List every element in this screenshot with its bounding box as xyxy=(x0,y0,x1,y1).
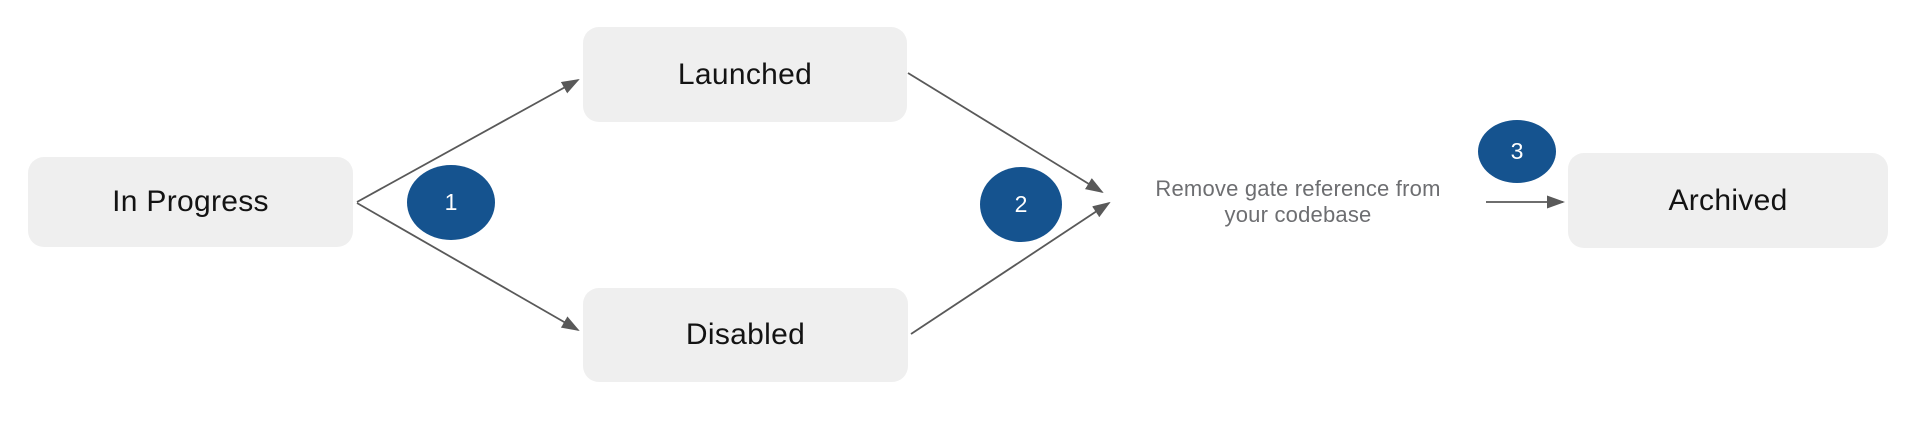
step-badge-2: 2 xyxy=(980,167,1062,242)
edge-in-progress-to-launched xyxy=(356,79,580,203)
annotation-line-1: Remove gate reference from xyxy=(1155,176,1441,201)
step-badge-3-number: 3 xyxy=(1510,138,1524,164)
step-badge-1-number: 1 xyxy=(444,189,458,215)
edge-in-progress-to-disabled xyxy=(356,202,580,331)
node-launched: Launched xyxy=(583,27,907,122)
node-disabled: Disabled xyxy=(583,288,908,382)
node-in-progress-label: In Progress xyxy=(112,185,269,218)
node-archived-label: Archived xyxy=(1668,183,1788,217)
gate-removal-annotation: Remove gate reference from your codebase xyxy=(1138,176,1458,228)
edge-launched-to-annotation xyxy=(907,72,1104,194)
step-badge-3: 3 xyxy=(1478,120,1556,183)
node-disabled-label: Disabled xyxy=(685,318,806,351)
step-badge-1: 1 xyxy=(407,165,495,240)
annotation-line-2: your codebase xyxy=(1224,202,1372,227)
edge-disabled-to-annotation xyxy=(910,201,1111,335)
node-archived: Archived xyxy=(1568,153,1888,248)
step-badge-2-number: 2 xyxy=(1014,191,1028,217)
node-in-progress: In Progress xyxy=(28,157,353,247)
node-launched-label: Launched xyxy=(677,57,813,91)
